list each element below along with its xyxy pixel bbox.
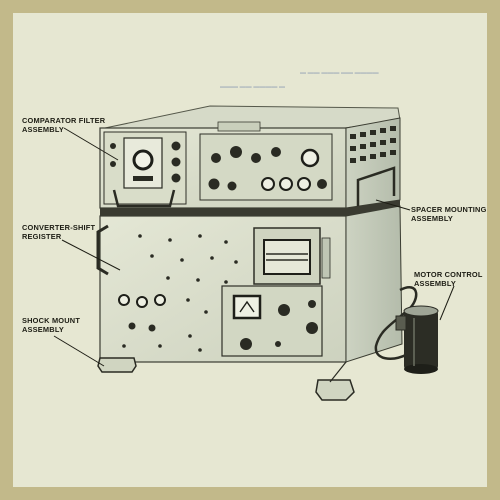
label-motor-control: MOTOR CONTROL ASSEMBLY [414,270,483,288]
comparator-knob-2 [171,157,181,167]
lower-knob-4 [128,322,136,330]
label-line: CONVERTER-SHIFT [22,223,96,232]
lower-knob-3 [154,294,166,306]
meter-panel-knob-3 [306,322,318,334]
control-knob-2 [230,146,242,158]
label-line: ASSEMBLY [414,278,456,288]
leader-motor [439,285,455,321]
control-knob-row-1 [208,178,220,190]
label-line: MOTOR CONTROL [414,270,483,279]
comparator-knob-1 [171,141,181,151]
label-line: SPACER MOUNTING [411,205,487,214]
comparator-dial [132,149,154,171]
comparator-slot [133,176,153,181]
leader-converter [61,239,121,271]
label-line: ASSEMBLY [22,324,64,334]
leader-spacer [375,199,411,211]
control-knob-row-2 [227,181,237,191]
meter-panel-knob-1 [278,304,290,316]
label-comparator-filter: COMPARATOR FILTER ASSEMBLY [22,116,106,134]
shock-mount-right [315,379,355,401]
lower-cabinet-side [345,205,403,363]
lower-knob-1 [118,294,130,306]
motor-assembly [395,305,439,374]
meter-panel-knob-5 [275,341,281,347]
control-knob-3 [251,153,261,163]
lower-knob-2 [136,296,148,308]
control-dial [300,148,320,168]
comparator-handle [112,189,176,208]
shock-mount-left [97,357,137,373]
label-line: ASSEMBLY [22,124,64,134]
label-shock-mount: SHOCK MOUNT ASSEMBLY [22,316,81,334]
comparator-knob-4 [110,143,116,149]
spacer-strip [100,200,400,216]
bleed-through-text-2: ▬▬▬ ▬▬ ▬▬▬▬ ▬ [220,84,286,90]
side-button-grid [350,126,396,163]
label-converter-shift: CONVERTER-SHIFT REGISTER [22,223,96,241]
display-window [263,239,311,275]
control-knob-4 [271,147,281,157]
bleed-through-text: ▬ ▬▬ ▬▬▬ ▬▬ ▬▬▬▬ [300,70,379,76]
control-knob-row-3 [261,177,275,191]
leader-comparator [63,127,119,161]
meter [232,294,262,320]
comparator-knob-5 [110,161,116,167]
side-handle [356,166,396,208]
meter-panel-knob-2 [308,300,316,308]
motor-cable [374,286,418,360]
label-line: SHOCK MOUNT [22,316,81,325]
display-side-slot [321,237,331,279]
control-knob-row-6 [317,179,327,189]
control-panel-window [217,121,261,132]
comparator-knob-3 [171,173,181,183]
label-spacer-mounting: SPACER MOUNTING ASSEMBLY [411,205,487,223]
label-line: COMPARATOR FILTER [22,116,106,125]
label-line: ASSEMBLY [411,213,453,223]
meter-panel-knob-4 [240,338,252,350]
control-knob-row-4 [279,177,293,191]
label-line: REGISTER [22,231,62,241]
leader-shock [53,335,105,367]
control-knob-row-5 [297,177,311,191]
lower-left-handle [96,224,109,276]
lower-knob-5 [148,324,156,332]
control-knob-1 [211,153,221,163]
